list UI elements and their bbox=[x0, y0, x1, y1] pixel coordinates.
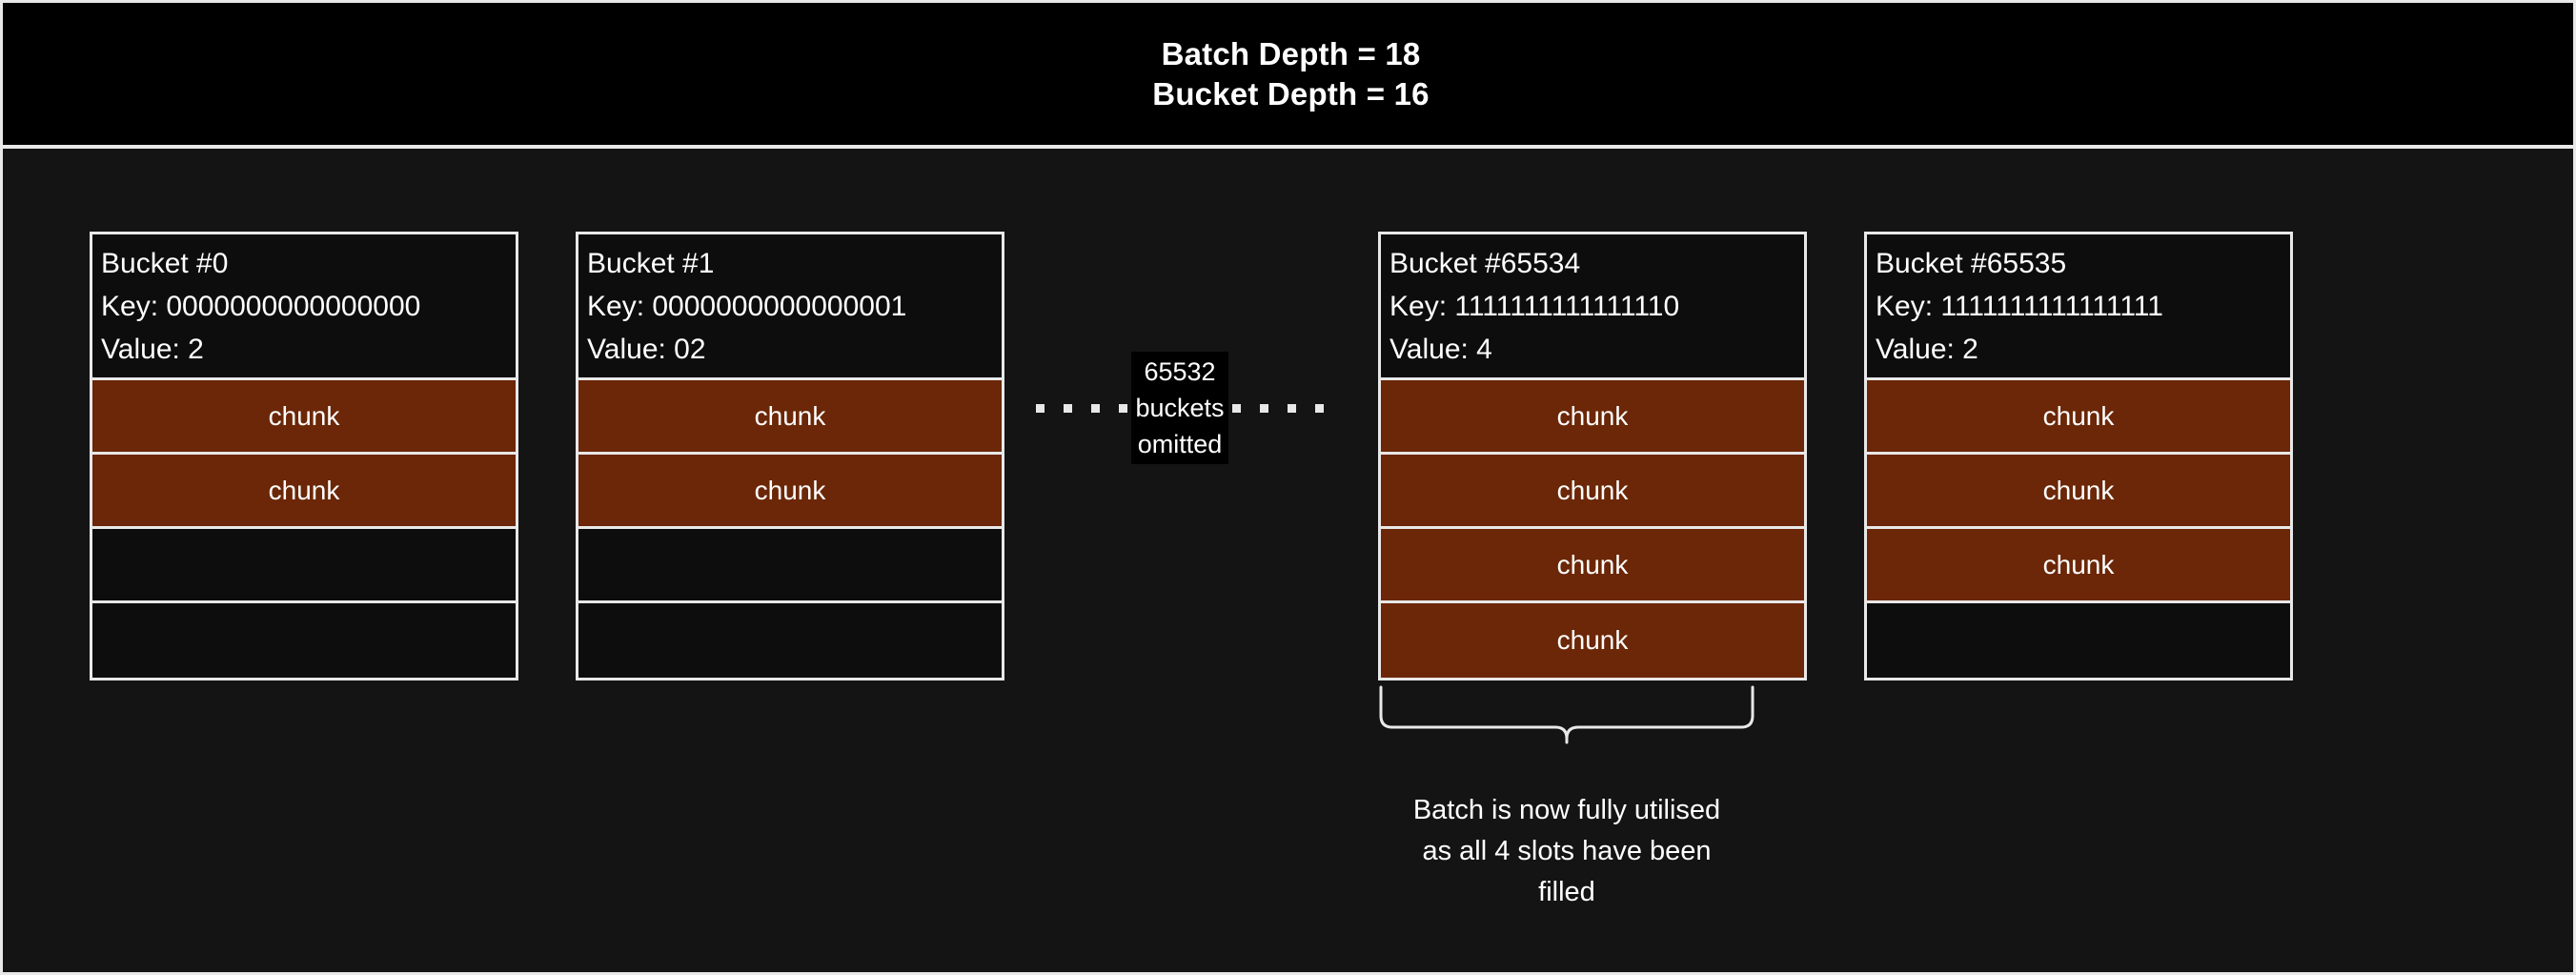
bucket-card-0[interactable]: Bucket #0 Key: 0000000000000000 Value: 2… bbox=[90, 232, 518, 680]
bucket-header-1: Bucket #1 Key: 0000000000000001 Value: 0… bbox=[578, 234, 1002, 380]
bucket-key-65534: Key: 1111111111111110 bbox=[1389, 291, 1680, 322]
bucket-key-0: Key: 0000000000000000 bbox=[101, 291, 421, 322]
omitted-state: omitted bbox=[1137, 430, 1223, 458]
bucket-slot[interactable]: chunk bbox=[1381, 529, 1804, 603]
bucket-slot[interactable]: chunk bbox=[578, 380, 1002, 455]
batch-depth-label: Batch Depth = 18 bbox=[1161, 35, 1421, 71]
slot-label: chunk bbox=[268, 475, 340, 505]
slot-label: chunk bbox=[2042, 549, 2115, 579]
slot-label: chunk bbox=[1556, 475, 1629, 505]
slot-label: chunk bbox=[2042, 400, 2115, 431]
dot-icon bbox=[1287, 403, 1296, 413]
dot-icon bbox=[1036, 403, 1045, 413]
annotation-caption: Batch is now fully utilised as all 4 slo… bbox=[1347, 790, 1787, 913]
bucket-slot[interactable] bbox=[92, 603, 516, 678]
dot-icon bbox=[1259, 403, 1268, 413]
bucket-slot[interactable]: chunk bbox=[1867, 455, 2290, 529]
bucket-header-65534: Bucket #65534 Key: 1111111111111110 Valu… bbox=[1381, 234, 1804, 380]
slot-label: chunk bbox=[1556, 400, 1629, 431]
slot-label: chunk bbox=[754, 475, 826, 505]
bucket-slot[interactable]: chunk bbox=[1381, 455, 1804, 529]
slot-label: chunk bbox=[754, 400, 826, 431]
bucket-value-65534: Value: 4 bbox=[1389, 334, 1492, 365]
curly-brace-icon bbox=[1379, 685, 1755, 744]
bucket-title-1: Bucket #1 bbox=[587, 248, 715, 279]
bucket-slot[interactable]: chunk bbox=[1381, 603, 1804, 678]
omitted-unit: buckets bbox=[1135, 394, 1225, 422]
dot-icon bbox=[1091, 403, 1101, 413]
bucket-slot[interactable]: chunk bbox=[578, 455, 1002, 529]
caption-line-2: as all 4 slots have been bbox=[1422, 836, 1712, 866]
bucket-key-65535: Key: 1111111111111111 bbox=[1876, 291, 2163, 322]
slot-label: chunk bbox=[1556, 625, 1629, 655]
slot-label: chunk bbox=[1556, 549, 1629, 579]
dot-icon bbox=[1119, 403, 1128, 413]
bucket-key-1: Key: 0000000000000001 bbox=[587, 291, 907, 322]
ellipsis-dots-right bbox=[1231, 403, 1324, 413]
bucket-title-65535: Bucket #65535 bbox=[1876, 248, 2067, 279]
bucket-value-0: Value: 2 bbox=[101, 334, 204, 365]
caption-line-3: filled bbox=[1538, 877, 1595, 907]
omitted-count: 65532 bbox=[1144, 357, 1216, 386]
caption-line-1: Batch is now fully utilised bbox=[1412, 795, 1721, 825]
bucket-value-65535: Value: 2 bbox=[1876, 334, 1978, 365]
bucket-card-65535[interactable]: Bucket #65535 Key: 1111111111111111 Valu… bbox=[1864, 232, 2293, 680]
bucket-card-1[interactable]: Bucket #1 Key: 0000000000000001 Value: 0… bbox=[576, 232, 1004, 680]
dot-icon bbox=[1231, 403, 1241, 413]
bucket-slot[interactable] bbox=[1867, 603, 2290, 678]
bucket-slot[interactable] bbox=[578, 603, 1002, 678]
bucket-slot[interactable]: chunk bbox=[1867, 529, 2290, 603]
slot-label: chunk bbox=[2042, 475, 2115, 505]
dot-icon bbox=[1064, 403, 1073, 413]
bucket-title-65534: Bucket #65534 bbox=[1389, 248, 1581, 279]
ellipsis-dots-left bbox=[1036, 403, 1128, 413]
slot-label: chunk bbox=[268, 400, 340, 431]
bucket-slot[interactable]: chunk bbox=[1867, 380, 2290, 455]
bucket-header-65535: Bucket #65535 Key: 1111111111111111 Valu… bbox=[1867, 234, 2290, 380]
bucket-header-0: Bucket #0 Key: 0000000000000000 Value: 2 bbox=[92, 234, 516, 380]
bucket-slot[interactable]: chunk bbox=[92, 455, 516, 529]
bucket-slot[interactable]: chunk bbox=[92, 380, 516, 455]
dot-icon bbox=[1314, 403, 1324, 413]
bucket-depth-label: Bucket Depth = 16 bbox=[1152, 75, 1430, 112]
omitted-buckets-label: 65532 buckets omitted bbox=[1131, 352, 1228, 464]
brace-annotation bbox=[1378, 685, 1755, 744]
bucket-slot[interactable] bbox=[578, 529, 1002, 603]
bucket-title-0: Bucket #0 bbox=[101, 248, 229, 279]
omitted-buckets-indicator: 65532 buckets omitted bbox=[1027, 352, 1332, 464]
header-bar: Batch Depth = 18 Bucket Depth = 16 bbox=[3, 3, 2573, 149]
bucket-slot[interactable] bbox=[92, 529, 516, 603]
bucket-slot[interactable]: chunk bbox=[1381, 380, 1804, 455]
bucket-card-65534[interactable]: Bucket #65534 Key: 1111111111111110 Valu… bbox=[1378, 232, 1807, 680]
bucket-value-1: Value: 02 bbox=[587, 334, 706, 365]
